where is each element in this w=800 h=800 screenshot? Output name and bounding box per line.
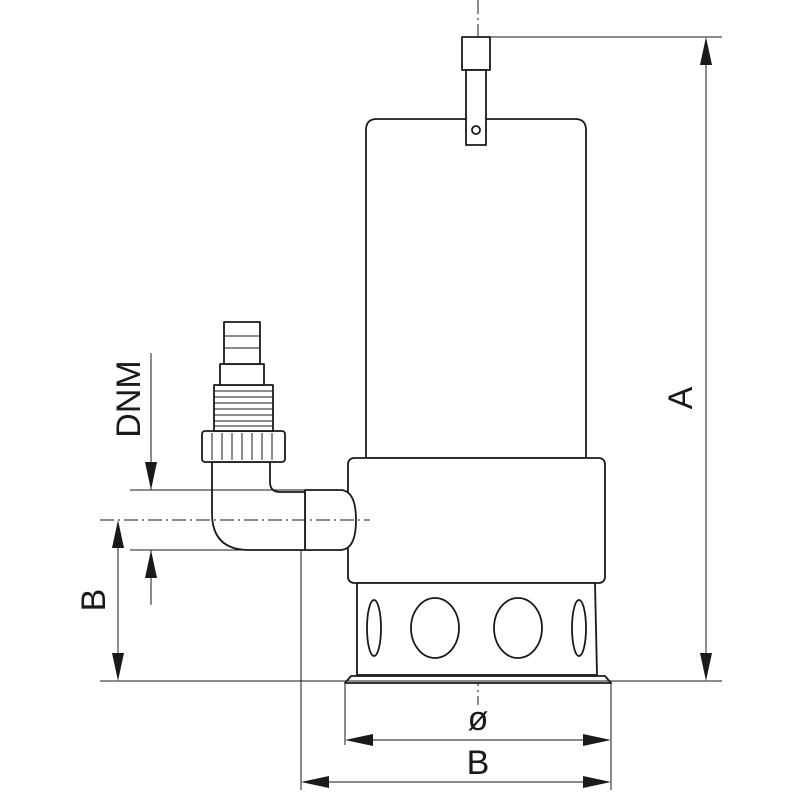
label-dnm: DNM bbox=[110, 360, 148, 437]
label-b-horizontal: B bbox=[467, 744, 490, 782]
label-b-vertical: B bbox=[75, 589, 113, 612]
union-nut bbox=[201, 430, 286, 463]
extension-lines bbox=[100, 36, 722, 790]
dimension-b-horizontal bbox=[301, 776, 611, 788]
dimension-a bbox=[700, 37, 712, 681]
pump-body bbox=[347, 457, 606, 584]
base-foot bbox=[344, 675, 612, 684]
label-a: A bbox=[662, 386, 700, 409]
strainer-base bbox=[356, 582, 598, 676]
lifting-handle bbox=[461, 36, 491, 146]
elbow-pipe bbox=[211, 461, 306, 551]
dimension-diameter bbox=[345, 734, 611, 746]
hose-tail bbox=[223, 321, 261, 365]
motor-housing bbox=[365, 118, 587, 459]
outlet-port bbox=[304, 489, 357, 551]
inlet-holes bbox=[366, 597, 587, 659]
dimension-dnm bbox=[145, 353, 157, 605]
hex-coupling bbox=[219, 363, 265, 386]
label-diameter: ø bbox=[468, 700, 489, 738]
dimension-b-vertical bbox=[112, 520, 124, 681]
threaded-adapter bbox=[213, 384, 274, 432]
